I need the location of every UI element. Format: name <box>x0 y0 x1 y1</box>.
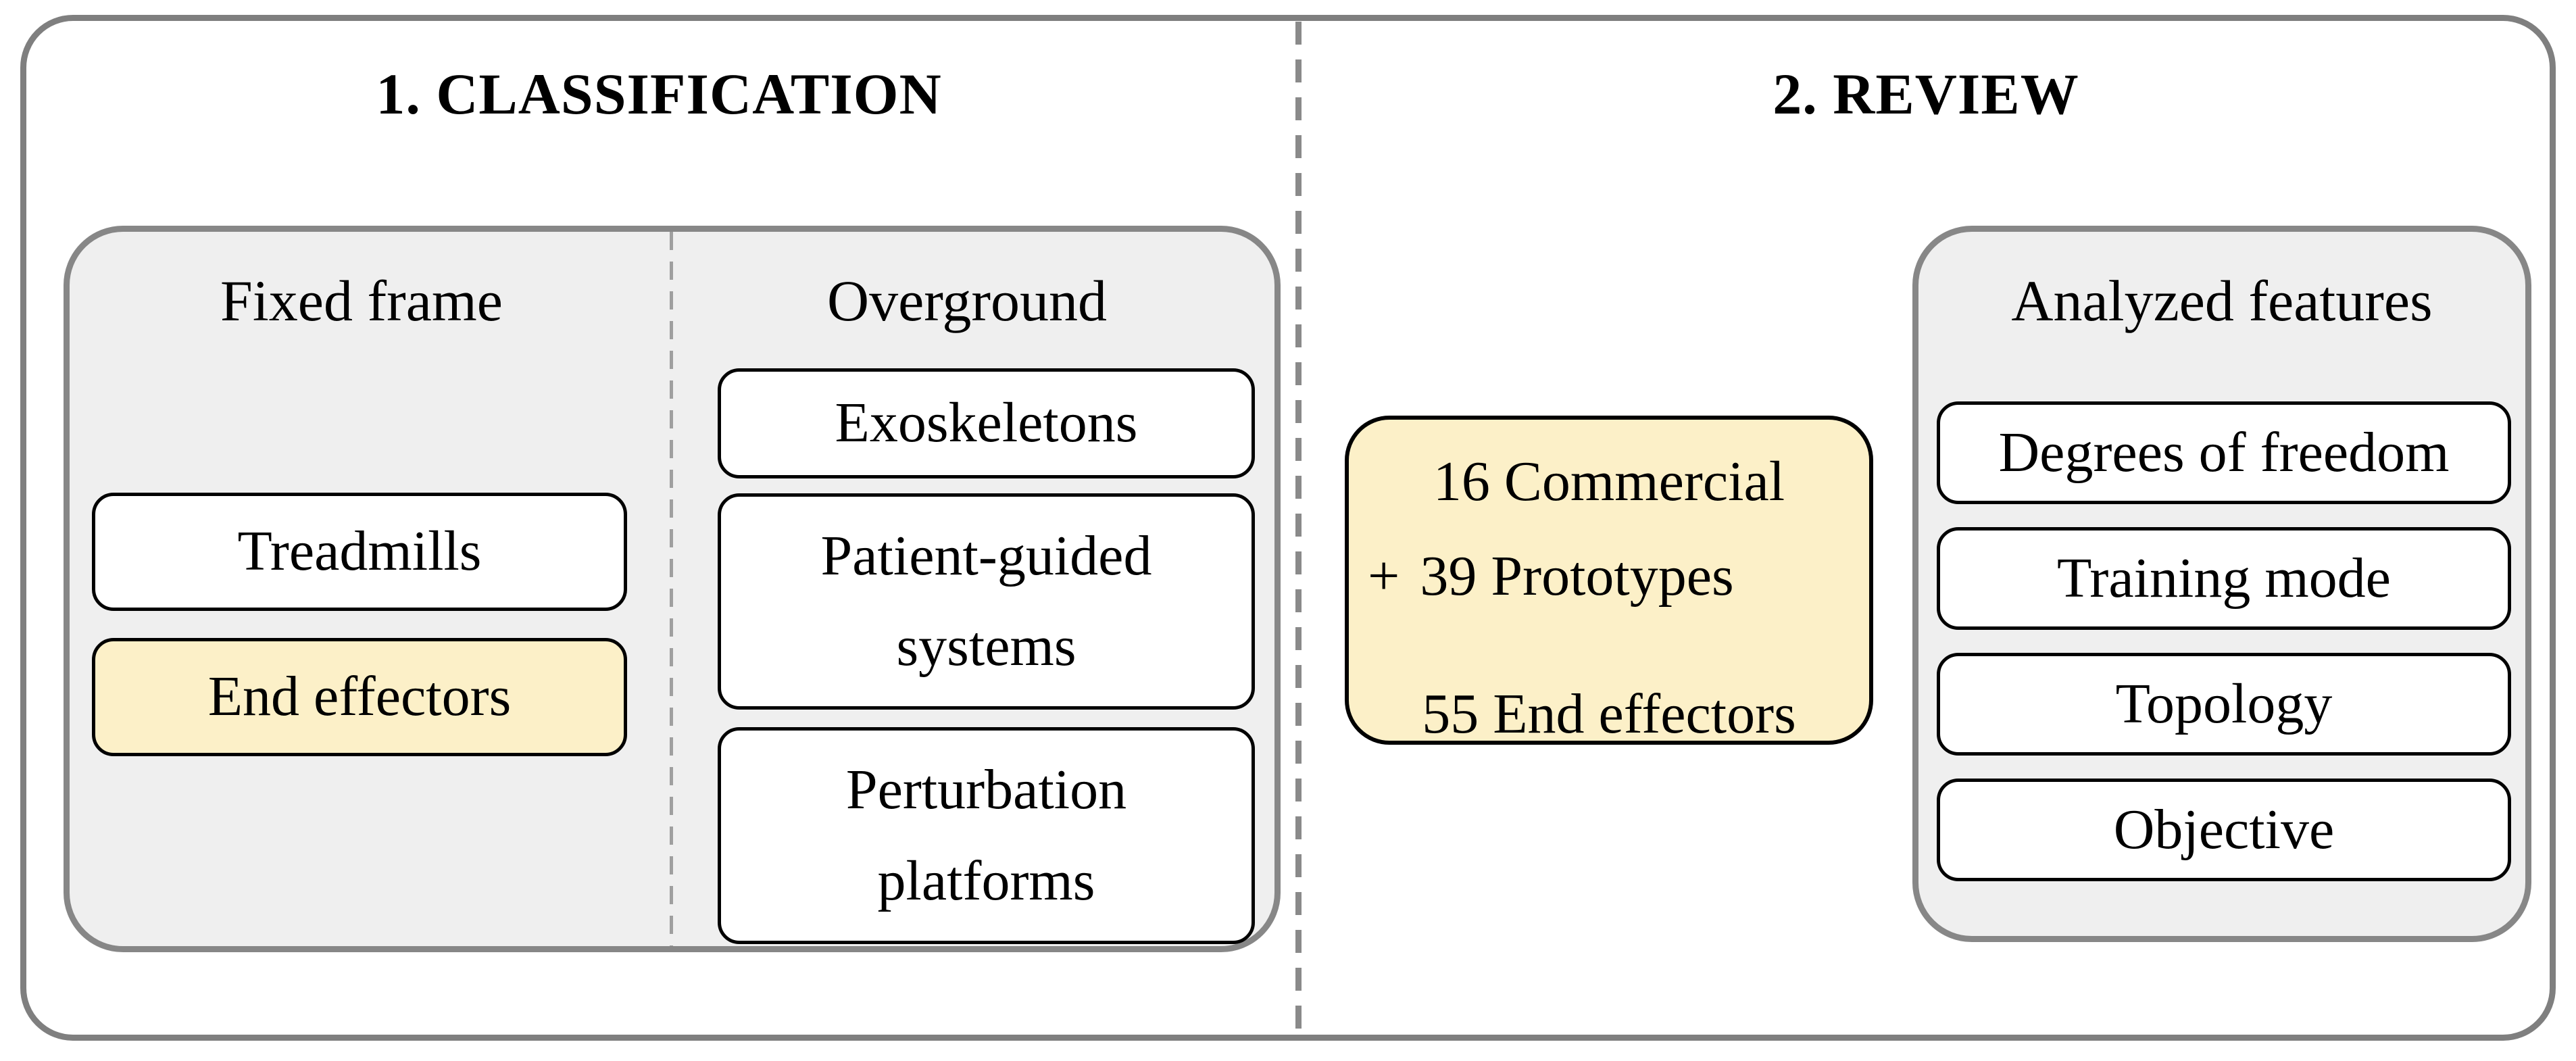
commercial-count-line: 16 Commercial <box>1433 450 1785 513</box>
plus-sign: + <box>1368 545 1400 608</box>
overground-column-header: Overground <box>826 268 1107 333</box>
analyzed-features-header: Analyzed features <box>2011 268 2433 333</box>
figure-outer-frame <box>20 15 2556 1041</box>
fixed-frame-column-header: Fixed frame <box>220 268 503 333</box>
feature-box-degrees-of-freedom: Degrees of freedom <box>1937 401 2511 504</box>
review-section-title: 2. REVIEW <box>1773 61 2079 126</box>
treadmills-box: Treadmills <box>92 493 627 611</box>
column-divider-dashed-line <box>670 232 673 946</box>
patient-guided-systems-box: Patient-guided systems <box>718 493 1255 710</box>
feature-box-objective: Objective <box>1937 779 2511 881</box>
classification-section-title: 1. CLASSIFICATION <box>376 61 942 126</box>
section-divider-dashed-line <box>1295 22 1302 1035</box>
perturbation-platforms-box: Perturbation platforms <box>718 727 1255 944</box>
feature-box-training-mode: Training mode <box>1937 527 2511 630</box>
device-tally-box: 16 Commercial + 39 Prototypes 55 End eff… <box>1345 416 1873 745</box>
prototypes-count: 39 Prototypes <box>1420 545 1734 608</box>
prototypes-count-line: + 39 Prototypes <box>1349 548 1869 605</box>
total-count-line: 55 End effectors <box>1422 683 1796 745</box>
end-effectors-box: End effectors <box>92 638 627 756</box>
exoskeletons-box: Exoskeletons <box>718 368 1255 478</box>
feature-box-topology: Topology <box>1937 653 2511 756</box>
